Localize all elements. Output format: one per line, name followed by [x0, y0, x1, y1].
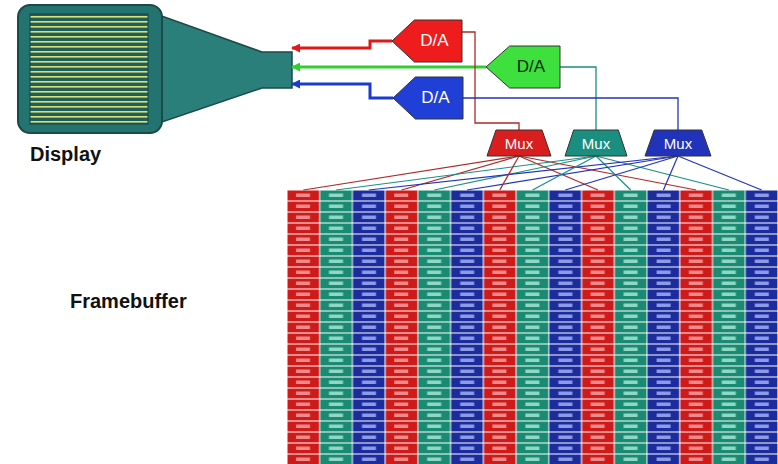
crt-tube: [18, 5, 292, 133]
fan-wire: [678, 156, 762, 190]
fan-wire: [369, 156, 678, 190]
signal-wire: [533, 156, 597, 190]
signal-wire: [292, 66, 486, 69]
dac-block: D/A: [393, 77, 463, 119]
label-holder: Mux: [565, 130, 627, 156]
signal-wire: [292, 84, 393, 98]
block-label: D/A: [406, 88, 449, 108]
node-heading: Display: [30, 143, 101, 166]
dac-shape: [393, 77, 463, 119]
block-label: Mux: [505, 135, 533, 152]
label-holder: Mux: [645, 130, 711, 156]
fan-wire: [596, 156, 631, 190]
fan-wire: [519, 156, 696, 190]
signal-wire: [565, 156, 678, 190]
label-holder: D/A: [486, 46, 560, 88]
block-label: Mux: [582, 135, 610, 152]
signal-wire: [500, 156, 519, 190]
framebuffer-memory: Framebuffer: [287, 190, 778, 464]
block-label: D/A: [405, 31, 448, 51]
dac-block: D/A: [392, 20, 462, 62]
dac-block: D/A: [486, 46, 560, 88]
label-holder: Mux: [487, 130, 551, 156]
crt-neck: [156, 14, 292, 124]
fan-wire: [336, 156, 596, 190]
block-label: D/A: [501, 57, 545, 77]
node-heading: Framebuffer: [70, 290, 187, 313]
signal-wire: [292, 41, 392, 48]
dac-shape: [486, 46, 560, 88]
fan-wire: [663, 156, 678, 190]
label-holder: D/A: [393, 77, 463, 119]
dac-shape: [392, 20, 462, 62]
block-label: Mux: [664, 135, 692, 152]
mux-shape: [565, 130, 627, 156]
label-holder: D/A: [392, 20, 462, 62]
mux-block: Mux: [645, 130, 711, 156]
display-crt: Display: [18, 5, 292, 135]
framebuffer-grid: [287, 190, 778, 464]
mux-shape: [487, 130, 551, 156]
mux-block: Mux: [565, 130, 627, 156]
mux-shape: [645, 130, 711, 156]
signal-wire: [463, 98, 678, 130]
fan-wires: [303, 156, 761, 190]
fan-wire: [467, 156, 678, 190]
crt-screen: [30, 14, 148, 124]
mux-block: Mux: [487, 130, 551, 156]
crt-bezel: [18, 5, 162, 133]
